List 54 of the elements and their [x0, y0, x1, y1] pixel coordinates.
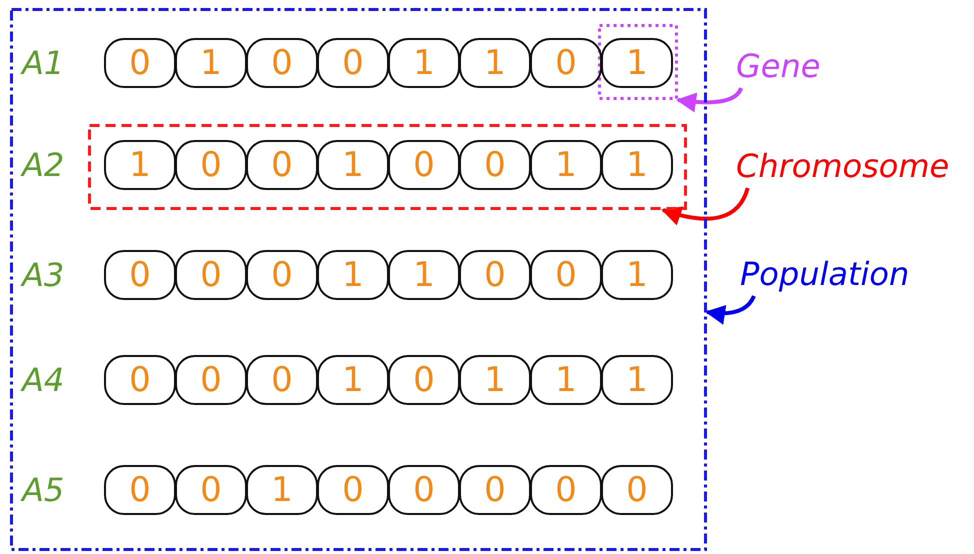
bit-cell: 0	[175, 250, 247, 300]
arrow	[705, 295, 756, 324]
callout-label: Population	[740, 252, 940, 296]
callout-label: Chromosome	[736, 144, 970, 188]
bit-cell: 1	[388, 38, 460, 88]
bit-cell: 1	[246, 465, 318, 515]
row-label: A2	[22, 145, 66, 186]
chromosome-frame	[88, 124, 687, 210]
bit-cell: 1	[601, 140, 673, 190]
arrow	[676, 87, 743, 112]
bit-cell: 1	[317, 250, 389, 300]
bit-cell: 0	[104, 465, 176, 515]
bit-cell: 0	[459, 140, 531, 190]
gene-frame	[598, 24, 678, 100]
bit-cell: 1	[104, 140, 176, 190]
bit-cell: 0	[388, 465, 460, 515]
row-label: A4	[22, 360, 66, 401]
bit-cell: 0	[104, 355, 176, 405]
arrow	[661, 187, 750, 225]
bit-cell: 0	[104, 38, 176, 88]
bit-cell: 1	[459, 38, 531, 88]
bit-cell: 1	[601, 250, 673, 300]
bit-cell: 0	[246, 250, 318, 300]
bit-cell: 0	[246, 140, 318, 190]
population-frame	[10, 8, 707, 551]
bit-cell: 1	[317, 140, 389, 190]
bit-cell: 1	[459, 355, 531, 405]
bit-cell: 0	[388, 355, 460, 405]
row-label: A1	[22, 43, 66, 84]
bit-cell: 1	[388, 250, 460, 300]
bit-cell: 0	[175, 355, 247, 405]
bit-cell: 0	[530, 465, 602, 515]
bit-cell: 1	[601, 38, 673, 88]
bit-cell: 0	[530, 250, 602, 300]
bit-cell: 0	[601, 465, 673, 515]
row-label: A3	[22, 255, 66, 296]
bit-cell: 0	[246, 355, 318, 405]
bit-cell: 0	[104, 250, 176, 300]
bit-cell: 0	[317, 38, 389, 88]
row-label: A5	[22, 470, 66, 511]
bit-cell: 1	[175, 38, 247, 88]
bit-cell: 0	[317, 465, 389, 515]
bit-cell: 0	[246, 38, 318, 88]
bit-cell: 0	[530, 38, 602, 88]
bit-cell: 0	[388, 140, 460, 190]
bit-cell: 0	[459, 250, 531, 300]
bit-cell: 0	[175, 465, 247, 515]
bit-cell: 0	[175, 140, 247, 190]
bit-cell: 0	[459, 465, 531, 515]
bit-cell: 1	[530, 140, 602, 190]
bit-cell: 1	[317, 355, 389, 405]
bit-cell: 1	[530, 355, 602, 405]
bit-cell: 1	[601, 355, 673, 405]
callout-label: Gene	[736, 44, 836, 88]
